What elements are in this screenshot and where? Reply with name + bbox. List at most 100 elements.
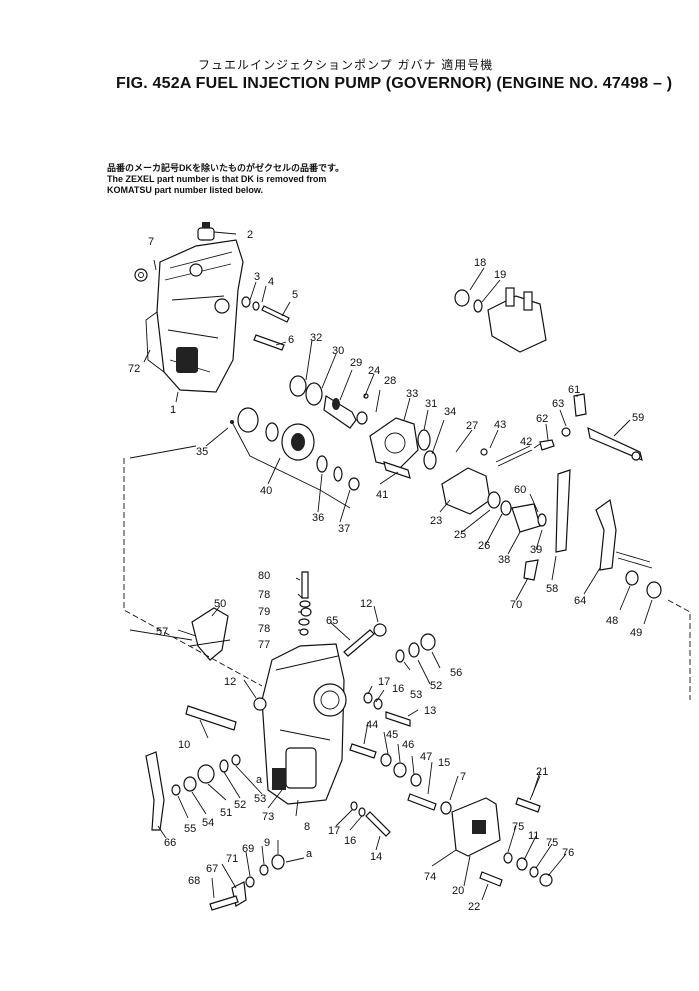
bracket-group <box>189 607 231 661</box>
callout: 34 <box>444 406 456 418</box>
callout: 52 <box>430 680 442 692</box>
callout: 42 <box>520 436 532 448</box>
japanese-title: フュエルインジェクションポンプ ガバナ 適用号機 <box>198 58 494 72</box>
callout: 17 <box>378 676 390 688</box>
shaft-assembly <box>289 375 369 429</box>
callout: 32 <box>310 332 322 344</box>
callout: 41 <box>376 489 388 501</box>
callout: 19 <box>494 269 506 281</box>
callout: 61 <box>568 384 580 396</box>
callout: 12 <box>224 676 236 688</box>
callout: 75 <box>512 821 524 833</box>
callout: 77 <box>258 639 270 651</box>
lower-governor-housing <box>261 643 347 805</box>
callout: 48 <box>606 615 618 627</box>
callout: 66 <box>164 837 176 849</box>
callout: 62 <box>536 413 548 425</box>
callout: 35 <box>196 446 208 458</box>
callout: 67 <box>206 863 218 875</box>
callout: 60 <box>514 484 526 496</box>
callout: 79 <box>258 606 270 618</box>
callout: 63 <box>552 398 564 410</box>
callout: 36 <box>312 512 324 524</box>
callout: 5 <box>292 289 298 301</box>
bolts-group-lower <box>253 571 387 711</box>
callout: 80 <box>258 570 270 582</box>
callout: 59 <box>632 412 644 424</box>
callout: 52 <box>234 799 246 811</box>
bolt-10 <box>185 705 237 731</box>
callout: 16 <box>344 835 356 847</box>
callout: 7 <box>460 771 466 783</box>
note-japanese: 品番のメーカ記号DKを除いたものがゼクセルの品番です。 <box>107 163 345 173</box>
callout: 78 <box>258 589 270 601</box>
callout: 78 <box>258 623 270 635</box>
gear-group <box>230 407 360 509</box>
callout: 25 <box>454 529 466 541</box>
pump-body-fragment <box>454 287 547 353</box>
cover-group <box>451 797 553 887</box>
callout: 51 <box>220 807 232 819</box>
plug-group-right <box>349 633 452 815</box>
callout-labels: 7 2 3 4 5 6 72 1 32 30 29 24 28 33 31 34… <box>128 229 644 913</box>
callout: 27 <box>466 420 478 432</box>
callout: 75 <box>546 837 558 849</box>
callout: 58 <box>546 583 558 595</box>
callout: 65 <box>326 615 338 627</box>
callout: 70 <box>510 599 522 611</box>
callout: 24 <box>368 365 380 377</box>
callout: 26 <box>478 540 490 552</box>
upper-governor-housing <box>134 222 244 393</box>
callout: 64 <box>574 595 586 607</box>
callout: 74 <box>424 871 436 883</box>
note-line-1: The ZEXEL part number is that DK is remo… <box>107 174 327 184</box>
callout: 40 <box>260 485 272 497</box>
callout: 22 <box>468 901 480 913</box>
callout: 53 <box>254 793 266 805</box>
callout: 21 <box>536 766 548 778</box>
callout: 23 <box>430 515 442 527</box>
flyweight-group <box>441 467 547 533</box>
callout: 73 <box>262 811 274 823</box>
callout: 31 <box>425 398 437 410</box>
part-number-note: 品番のメーカ記号DKを除いたものがゼクセルの品番です。 The ZEXEL pa… <box>107 163 344 196</box>
callout: 56 <box>450 667 462 679</box>
callout: 13 <box>424 705 436 717</box>
callout: 71 <box>226 853 238 865</box>
callout: 20 <box>452 885 464 897</box>
callout: 2 <box>247 229 253 241</box>
callout: 14 <box>370 851 382 863</box>
callout: 8 <box>304 821 310 833</box>
callout: 11 <box>528 830 539 842</box>
note-line-2: KOMATSU part number listed below. <box>107 185 264 195</box>
bearing-flange-group <box>369 417 437 479</box>
callout: 16 <box>392 683 404 695</box>
callout: 68 <box>188 875 200 887</box>
callout: 6 <box>288 334 294 346</box>
callout: 55 <box>184 823 196 835</box>
figure-title: FIG. 452A FUEL INJECTION PUMP (GOVERNOR)… <box>116 75 673 92</box>
bolt-group-bottom <box>350 801 391 837</box>
leader-lines <box>123 231 691 901</box>
callout: 45 <box>386 729 398 741</box>
callout: 44 <box>366 719 378 731</box>
lever-group-lower-right <box>523 469 662 599</box>
callout: 4 <box>268 276 274 288</box>
bolts-group-upper <box>241 296 290 351</box>
callout: 33 <box>406 388 418 400</box>
callout: 3 <box>254 271 260 283</box>
callout: 53 <box>410 689 422 701</box>
callout: 37 <box>338 523 350 535</box>
callout: 9 <box>264 837 270 849</box>
callout: 54 <box>202 817 214 829</box>
adjusting-screw-group <box>209 854 305 911</box>
callout: 76 <box>562 847 574 859</box>
callout: 46 <box>402 739 414 751</box>
callout: 69 <box>242 843 254 855</box>
callout: 12 <box>360 598 372 610</box>
callout: 72 <box>128 363 140 375</box>
callout: 10 <box>178 739 190 751</box>
callout: 57 <box>156 626 168 638</box>
